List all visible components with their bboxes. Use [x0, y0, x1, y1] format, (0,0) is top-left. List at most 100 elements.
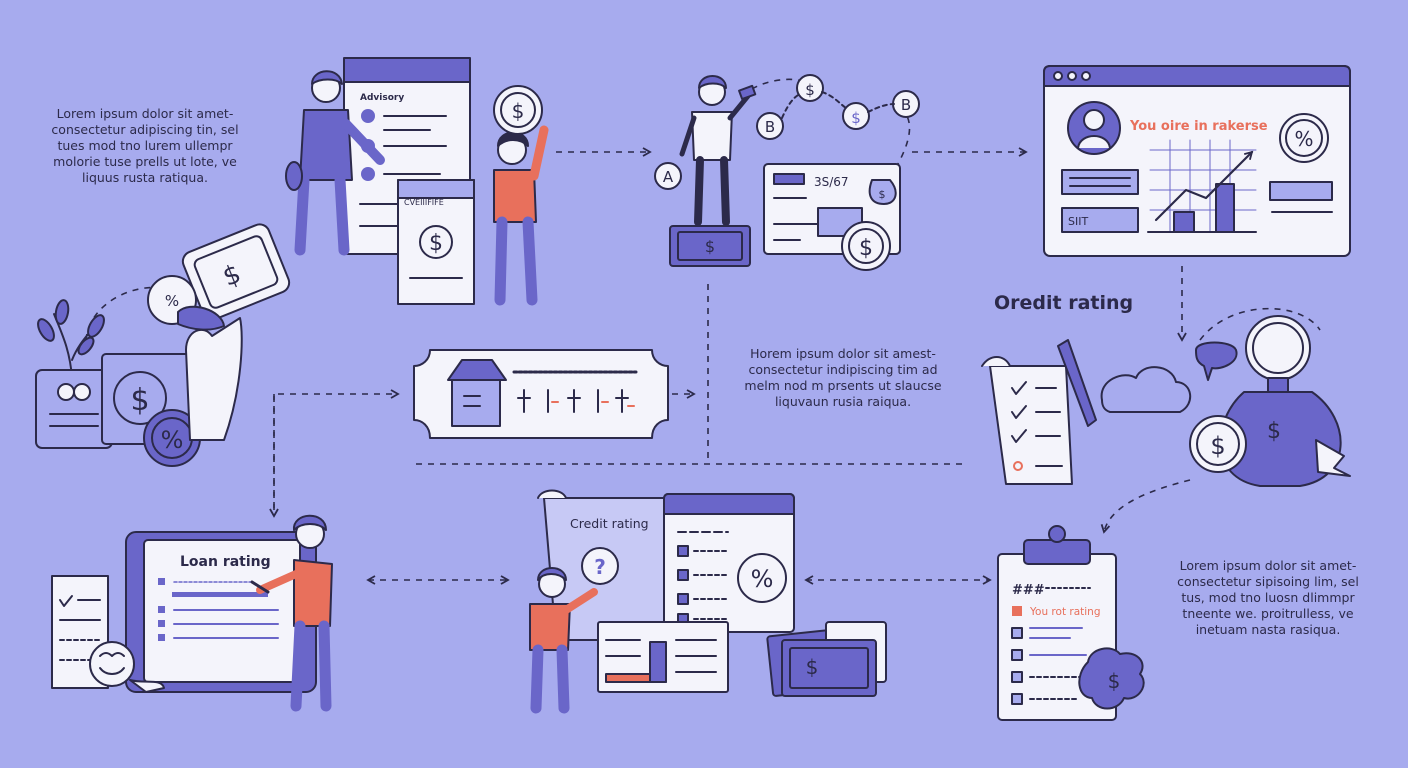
plant-leaf: [54, 299, 70, 325]
presenter-arm: [256, 570, 300, 594]
certificate-coin-icon: [419, 225, 453, 259]
middle-paragraph: Horem ipsum dolor sit amest- consectetur…: [716, 346, 970, 410]
window-dot-icon: [1053, 71, 1063, 81]
loan-rating-scene: Loan rating: [51, 514, 333, 712]
pen-icon: [1057, 339, 1097, 427]
paragraph-line: Lorem ipsum dolor sit amet-: [1179, 558, 1357, 573]
growth-chart: [1149, 139, 1257, 233]
paragraph-line: consectetur indipiscing tim ad: [748, 362, 938, 377]
client-arm: [529, 125, 549, 181]
banknote-front-inner: [789, 647, 869, 689]
face-emoji-mouth: [99, 667, 125, 675]
coin-large-symbol: $: [1210, 432, 1225, 460]
banknote-front-symbol: $: [806, 655, 819, 679]
paragraph-line: Horem ipsum dolor sit amest-: [750, 346, 936, 361]
check-coin-icon-inner: [848, 228, 884, 264]
presenter-legs: [290, 620, 332, 712]
paragraph-line: Lorem ipsum dolor sit amet-: [56, 106, 234, 121]
hand-arm: [185, 317, 243, 441]
thinker-body: [529, 603, 571, 651]
advisory-document-header: [343, 57, 471, 83]
paragraph-line: tues mod tno lurem ullempr: [57, 138, 233, 153]
exchange-scene: A B $ $ B $ 3S/67 $ $: [654, 74, 920, 271]
chart-bar: [1215, 183, 1235, 233]
clipboard-clip: [1023, 539, 1091, 565]
dashboard-field: [1061, 169, 1139, 195]
presenter-body: [293, 559, 333, 627]
chat-bubble-icon: [1195, 341, 1238, 381]
id-card-icon: [57, 383, 75, 401]
checklist-scroll: [989, 365, 1073, 485]
paragraph-line: liquus rusta ratiqua.: [82, 170, 208, 185]
question-bubble-symbol: ?: [594, 555, 606, 579]
thinker-hair: [537, 567, 567, 581]
ribbon-icon: [1315, 439, 1351, 477]
discount-bubble-symbol: %: [165, 292, 179, 310]
advisor-arm: [341, 119, 385, 165]
check-icon: [59, 595, 73, 607]
paragraph-line: consectetur adipiscing tin, sel: [51, 122, 239, 137]
checkbox-icon: [158, 620, 165, 627]
bottom-right-paragraph: Lorem ipsum dolor sit amet- consectetur …: [1160, 558, 1376, 638]
checkbox-icon: [1011, 627, 1023, 639]
thinker-arm: [562, 588, 598, 614]
percent-badge-symbol: %: [1294, 127, 1313, 151]
check-icon: [1011, 405, 1027, 419]
node-b-label: B: [901, 96, 911, 114]
checkbox-icon: [1011, 649, 1023, 661]
coin-icon-inner: [500, 92, 536, 128]
banknote: [669, 225, 751, 267]
money-blob-symbol: $: [1108, 669, 1121, 693]
paragraph-line: melm nod m prsents ut slaucse: [744, 378, 942, 393]
price-tag-inner: [193, 235, 279, 309]
chat-tail: [129, 679, 165, 693]
check-amount: 3S/67: [814, 175, 849, 189]
connector-analysis-loop: [1199, 307, 1321, 341]
node-a-label: A: [663, 168, 674, 186]
percent-coin-symbol: %: [161, 426, 184, 454]
presenter-hair: [292, 514, 327, 531]
clipboard-grid-icon: ###: [1012, 583, 1045, 598]
check-coin-symbol: $: [859, 236, 873, 261]
magnifier-handle: [1267, 377, 1289, 393]
presenter-pointer: [250, 580, 270, 594]
paragraph-line: molorie tuse prells ut lote, ve: [53, 154, 237, 169]
credit-analysis-scene: $ $: [981, 315, 1351, 487]
ticket-mailbox-icon: [451, 377, 501, 427]
dashboard-titlebar: [1043, 65, 1351, 87]
plant-leaf: [87, 314, 105, 338]
banknote-front: [781, 639, 877, 697]
face-emoji-icon: [89, 641, 135, 687]
paragraph-line: consectetur sipisoing lim, sel: [1177, 574, 1359, 589]
dashboard-field-label: SIIT: [1068, 215, 1088, 228]
ticket-coral-ticks: [551, 401, 635, 407]
certificate-title: CVEIIIFIFE: [404, 198, 444, 207]
advisor-bag: [285, 161, 303, 191]
id-card-icon: [73, 383, 91, 401]
advisory-header-label: Advisory: [360, 93, 404, 103]
percent-circle-icon: [737, 553, 787, 603]
node-a: [654, 162, 682, 190]
check-icon: [1011, 429, 1027, 443]
dashboard-window: You oire in rakerse % SIIT: [1043, 65, 1351, 257]
plant-leaf: [37, 318, 55, 342]
thinker-legs: [530, 644, 570, 714]
exchange-arc: [781, 91, 895, 119]
user-avatar-body: [1077, 135, 1111, 149]
money-blob-icon: [1078, 647, 1145, 710]
advisor-legs: [294, 174, 350, 256]
bullet-dot: [361, 109, 375, 123]
clipboard-scene: ### You rot rating $: [997, 525, 1145, 721]
checkbox-icon: [677, 593, 689, 605]
rating-panel-header: [663, 493, 795, 515]
client-legs: [494, 216, 538, 306]
checklist-scroll-curl: [981, 356, 1011, 367]
money-bag-icon: [868, 179, 897, 205]
checkbox-icon: [1011, 671, 1023, 683]
credit-rating-card-title: Credit rating: [570, 516, 649, 531]
arrow-analysis-to-clipboard: [1100, 479, 1191, 534]
percent-circle-symbol: %: [751, 565, 774, 593]
rating-tag: You rot rating: [1029, 606, 1101, 618]
credit-rating-heading: Oredit rating: [994, 292, 1134, 314]
money-bag-large-symbol: $: [1267, 419, 1281, 444]
